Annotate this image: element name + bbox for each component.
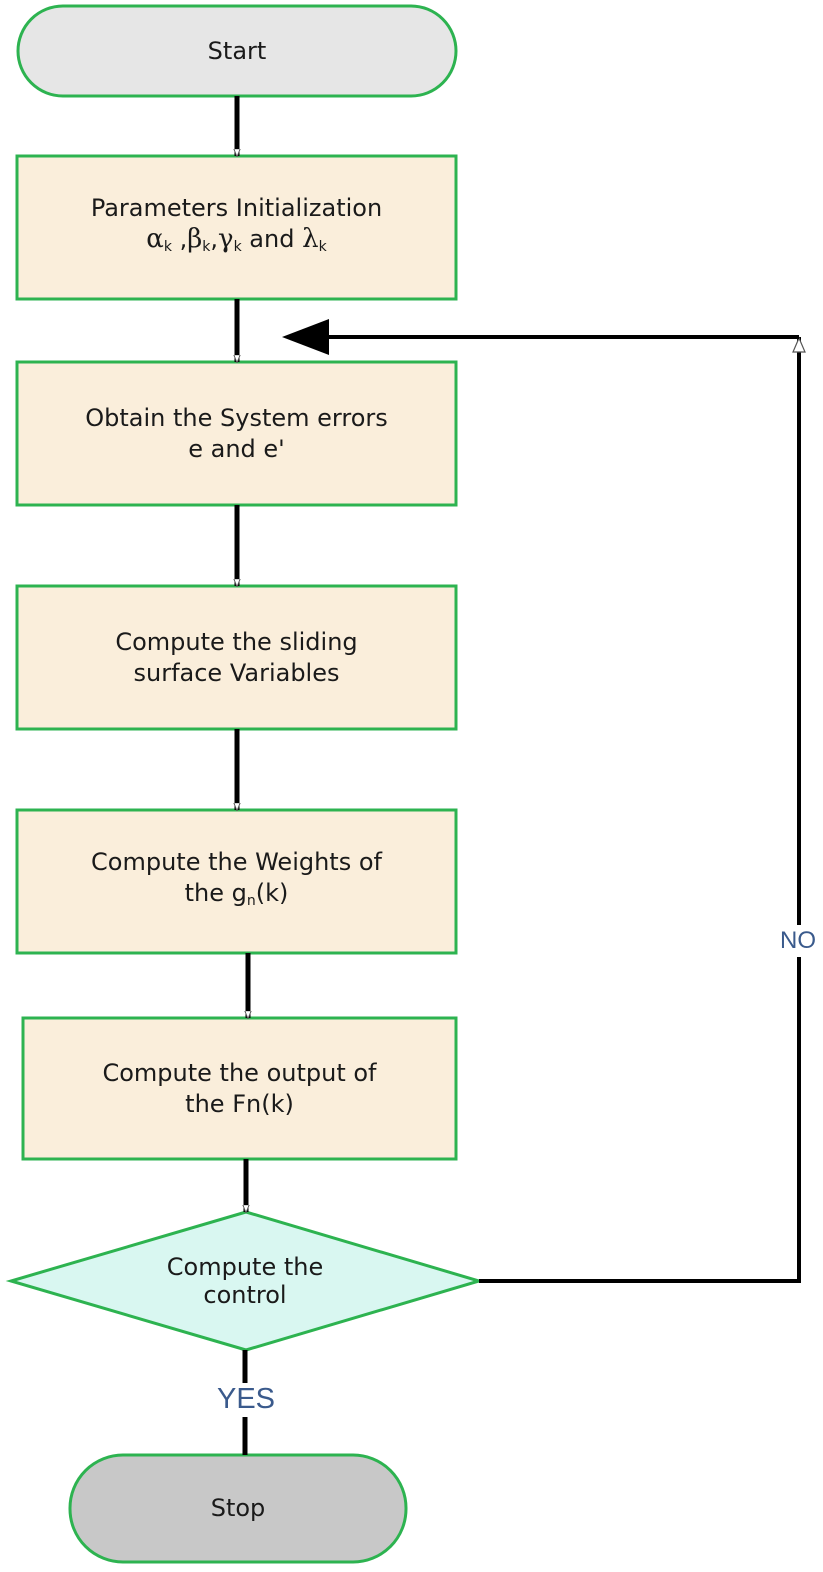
- gamma-symbol: γ: [218, 223, 234, 254]
- weights-line2-pre: the g: [184, 878, 247, 907]
- alpha-subscript: k: [163, 238, 172, 255]
- alpha-symbol: α: [146, 223, 164, 254]
- lambda-symbol: λ: [302, 223, 319, 254]
- and-text: and: [241, 224, 303, 253]
- lambda-subscript: k: [318, 238, 327, 255]
- weights-label: Compute the Weights of the gn(k): [17, 810, 456, 953]
- beta-symbol: β: [187, 223, 203, 254]
- sliding-process-box: [15, 584, 458, 731]
- init-line1: Parameters Initialization: [90, 193, 383, 222]
- output-process-box: [21, 1016, 458, 1161]
- no-edge-label: NO: [780, 927, 816, 954]
- comma-2: ,: [210, 224, 219, 253]
- init-process-box: [15, 154, 458, 301]
- stop-text: Stop: [210, 1494, 266, 1522]
- weights-process-box: [15, 808, 458, 955]
- decision-line1: Compute the: [166, 1253, 324, 1281]
- decision-line2: control: [203, 1281, 287, 1309]
- errors-line2: e and e': [188, 434, 285, 463]
- stop-terminal: [68, 1453, 408, 1564]
- init-line2: αk ,βk,γk and λk: [146, 224, 326, 263]
- gamma-subscript: k: [233, 238, 242, 255]
- weights-line2: the gn(k): [185, 878, 289, 917]
- output-line2: the Fn(k): [185, 1089, 294, 1118]
- init-label: Parameters Initialization αk ,βk,γk and …: [17, 156, 456, 299]
- start-text: Start: [207, 36, 267, 65]
- sliding-label: Compute the sliding surface Variables: [17, 586, 456, 729]
- start-label: Start: [18, 6, 456, 96]
- output-label: Compute the output of the Fn(k): [23, 1018, 456, 1159]
- yes-label-bg: [210, 1383, 282, 1417]
- arrow-no-loop-tip: [792, 336, 806, 353]
- yes-edge-label: YES: [216, 1383, 276, 1415]
- sliding-line2: surface Variables: [133, 658, 340, 687]
- arrow-no-loop-head: [282, 319, 329, 355]
- stop-label: Stop: [70, 1455, 406, 1562]
- no-label-bg: [776, 925, 822, 957]
- sliding-line1: Compute the sliding: [115, 627, 358, 656]
- errors-line1: Obtain the System errors: [85, 403, 388, 432]
- arrow-no-loop: [479, 337, 801, 1283]
- errors-label: Obtain the System errors e and e': [17, 362, 456, 505]
- comma-1: ,: [171, 224, 188, 253]
- output-line1: Compute the output of: [102, 1058, 377, 1087]
- weights-line1: Compute the Weights of: [91, 847, 382, 876]
- beta-subscript: k: [202, 238, 211, 255]
- decision-label: Compute the control: [80, 1235, 410, 1327]
- weights-line2-sub: n: [246, 892, 256, 909]
- weights-line2-post: (k): [255, 878, 289, 907]
